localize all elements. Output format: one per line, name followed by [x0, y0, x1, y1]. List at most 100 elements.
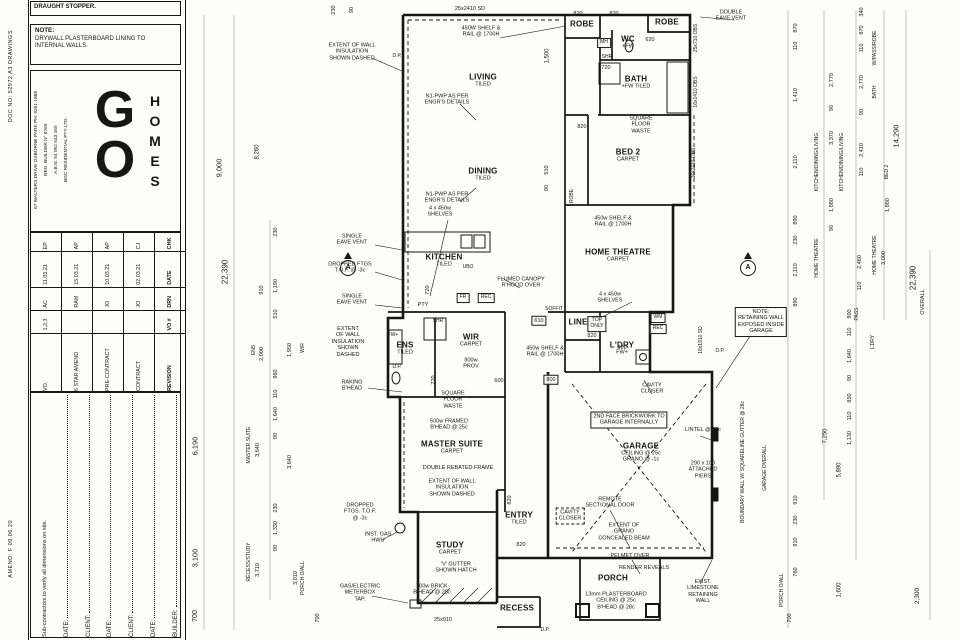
revision-table: VO. 1,2,3 AC 11.05.21 EP 6 STAR AMEND RA…	[30, 232, 185, 393]
plan-text: 9,000	[214, 158, 224, 178]
plan-text: GARAGE OVERALL	[762, 445, 769, 491]
drywall-note: NOTE: DRYWALL PLASTERBOARD LINING TO INT…	[30, 24, 181, 65]
section-marker-a: A	[340, 260, 356, 276]
annotation: EXTENT OF GRANO CONCEALED BEAM	[598, 522, 650, 542]
plan-text: 890	[792, 297, 799, 307]
plan-text: HOME THEATRE	[814, 238, 821, 278]
plan-text: 820	[587, 332, 597, 339]
plan-text: 870	[858, 25, 865, 35]
plan-text: 700	[786, 613, 793, 623]
plan-text: 230	[792, 515, 799, 525]
room-name: ROBE	[570, 19, 594, 29]
annotation: EXTENT OF WALL INSULATION SHOWN DASHED	[428, 478, 476, 498]
plan-text: PTY	[417, 301, 429, 308]
plan-text: 230	[272, 503, 279, 513]
annotation: 450w SHELF & RAIL @ 1700H	[594, 215, 632, 228]
room-finish: TILED	[475, 81, 491, 88]
plan-text: 340	[858, 7, 865, 17]
room-name: GARAGE	[622, 441, 660, 451]
room-finish: CARPET	[440, 448, 464, 455]
plan-text: 6,190	[190, 436, 200, 456]
annotation: EXTENT OF WALL INSULATION SHOWN DASHED	[328, 42, 376, 62]
annotation: 500w FRAMED B'HEAD @ 25c	[430, 418, 468, 431]
plan-text: 90	[543, 184, 550, 192]
plan-text: L'DRY	[870, 334, 877, 350]
dim-bed2-overall: 14,290	[891, 124, 901, 148]
plan-text: ENS	[251, 344, 258, 356]
annotation: REMOTE SECTIONAL DOOR	[585, 496, 635, 509]
annotation: 450w SHELF & RAIL @ 1700H	[526, 345, 564, 358]
room-finish: +FW	[622, 43, 634, 50]
plan-text: 1,330	[272, 521, 279, 535]
plan-text: 110	[858, 167, 865, 177]
annotation: LINTEL @ 22c	[685, 426, 721, 433]
annotation: N1-PWP AS PER ENGR'S DETAILS	[424, 93, 470, 106]
plan-text: TOP ONLY	[587, 316, 607, 332]
draught-stopper-note: DRAUGHT STOPPER.	[30, 1, 181, 16]
plan-text: 700	[191, 610, 199, 622]
annotation: 13mm PLASTERBOARD CEILING @ 25c B'HEAD @…	[585, 591, 647, 611]
plan-text: 2,300	[914, 587, 922, 605]
plan-text: 110	[858, 43, 865, 53]
plan-text: 110	[846, 327, 853, 337]
title-block: DRAUGHT STOPPER. NOTE: DRYWALL PLASTERBO…	[28, 0, 186, 640]
plan-text: KITCHEN/DINING/LIVING	[814, 132, 821, 192]
plan-text: 600	[494, 377, 504, 384]
plan-text: 3,710	[254, 563, 261, 577]
leader-lines	[367, 16, 755, 604]
room-name: WIR	[462, 332, 480, 342]
section-marker-pointers	[344, 252, 752, 259]
plan-text: UBO	[462, 264, 474, 271]
plan-text: 2,460	[856, 255, 863, 269]
plan-text: 800	[543, 374, 559, 386]
plan-text: 1,130	[846, 431, 853, 445]
room-name: LINEN	[568, 317, 594, 327]
plan-text: D.P.	[715, 348, 725, 355]
plan-text: 720	[430, 375, 437, 385]
room-name: MASTER SUITE	[421, 439, 483, 449]
plan-text: 820	[609, 10, 619, 17]
plan-text: BOUNDARY WALL W/ SQUARELINE GUTTER @ 28c	[740, 401, 747, 523]
plan-text: 960	[272, 369, 279, 379]
room-label-bath: BATH+FW TILED	[622, 75, 651, 90]
annotation: GAS/ELECTRIC METERBOX TAP.	[339, 583, 381, 603]
annotation: SQUARE FLOOR WASTE	[629, 115, 653, 135]
plan-text: MH	[597, 38, 611, 48]
plan-text: 1,600	[836, 582, 843, 598]
builder-logo-box: 67 WALTERS DRIVE OSBORNE PARK PH: 9261 1…	[30, 70, 181, 232]
annotation: 'V' GUTTER SHOWN HATCH	[435, 561, 477, 574]
room-name: RECESS	[499, 603, 535, 613]
plan-text: 90	[272, 432, 279, 440]
annotation: FLUMED CANOPY R'HOOD OVER	[497, 276, 545, 289]
annotation: EXIST. LIMESTONE RETAINING WALL	[687, 579, 719, 605]
plan-text: 3,100	[190, 548, 200, 568]
annotation: N1-PWP AS PER ENGR'S DETAILS	[424, 191, 470, 204]
plan-text: 25x2410 SD	[454, 5, 486, 12]
plan-text: KITCHEN/DINING/LIVING	[839, 132, 846, 192]
plan-text: W/PASS/ROBE	[872, 30, 879, 66]
plan-text: 110	[846, 411, 853, 421]
plan-text: 1,640	[846, 349, 853, 363]
plan-text: 90	[858, 108, 865, 116]
plan-text: WIR	[300, 343, 307, 353]
annotation: RENDER REVEALS	[618, 564, 670, 571]
plan-text: WM	[650, 313, 666, 323]
room-finish: TILED	[511, 519, 527, 526]
plan-text: 90	[272, 544, 279, 552]
plan-text: 18x1910 SD	[698, 326, 705, 354]
plan-text: 2,110	[792, 263, 799, 277]
plan-text: 110	[856, 281, 863, 291]
note-body: DRYWALL PLASTERBOARD LINING TO INTERNAL …	[35, 35, 146, 50]
annotation: 450W SHELF & RAIL @ 1700H	[461, 25, 501, 38]
plan-text: 720	[601, 64, 611, 71]
plan-text: 90	[828, 224, 835, 232]
annotation: 700w BRICK B'HEAD @ 25c	[413, 583, 451, 596]
plan-text: 510	[543, 165, 550, 175]
plan-text: ROBE	[569, 188, 576, 204]
plan-text: 510	[272, 309, 279, 319]
room-name: BATH	[624, 74, 648, 84]
